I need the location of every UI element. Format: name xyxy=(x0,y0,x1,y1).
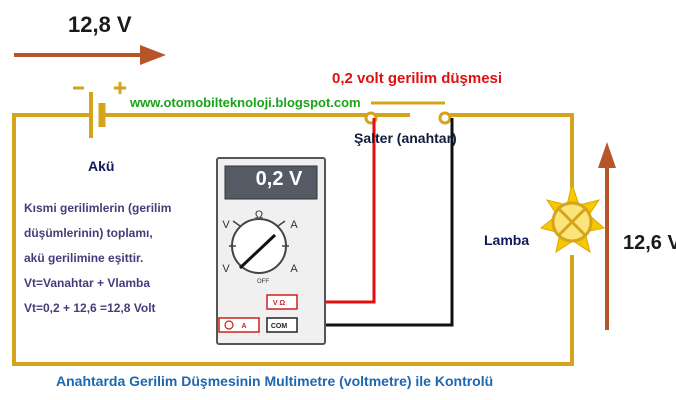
switch-symbol xyxy=(364,101,452,125)
multimeter-reading: 0,2 V xyxy=(255,168,303,190)
right-arrow xyxy=(598,142,616,330)
battery-voltage-label: 12,8 V xyxy=(68,12,132,37)
black-probe-wire xyxy=(294,118,454,327)
dial-a-label-bottom: A xyxy=(290,263,298,275)
battery-label: Akü xyxy=(88,158,115,174)
dial-a-label-top: A xyxy=(290,219,298,231)
com-jack xyxy=(266,317,298,333)
multimeter: Ω V A V A OFF V Ω A COM xyxy=(216,157,326,345)
circuit-wire xyxy=(12,113,574,366)
note-line: düşümlerinin) toplamı, xyxy=(24,226,153,240)
website-label: www.otomobilteknoloji.blogspot.com xyxy=(130,95,361,110)
com-jack-label: COM xyxy=(271,323,288,330)
lamp-label: Lamba xyxy=(484,232,530,248)
dial-omega-label: Ω xyxy=(255,209,263,221)
lamp-voltage-label: 12,6 V xyxy=(623,232,676,254)
va-jack-label: V Ω xyxy=(273,300,286,307)
dial-off-label: OFF xyxy=(257,279,269,285)
top-arrow xyxy=(14,45,166,65)
dial-pointer xyxy=(238,233,277,270)
switch-label: Şalter (anahtar) xyxy=(354,130,457,146)
va-jack xyxy=(266,294,298,310)
voltage-drop-label: 0,2 volt gerilim düşmesi xyxy=(332,70,503,87)
dial-v-label-top: V xyxy=(222,219,230,231)
a-jack-label: A xyxy=(241,323,246,330)
battery-symbol xyxy=(73,82,126,138)
lamp-symbol xyxy=(539,182,606,254)
note-line: Kısmi gerilimlerin (gerilim xyxy=(24,201,172,215)
multimeter-dial xyxy=(231,218,287,274)
diagram-caption: Anahtarda Gerilim Düşmesinin Multimetre … xyxy=(56,373,494,389)
dial-v-label-bottom: V xyxy=(222,263,230,275)
note-line: akü gerilimine eşittir. xyxy=(24,251,144,265)
multimeter-display xyxy=(224,165,318,200)
explanation-note: Kısmi gerilimlerin (gerilim düşümlerinin… xyxy=(24,196,171,321)
note-line: Vt=0,2 + 12,6 =12,8 Volt xyxy=(24,301,156,315)
a-jack-socket xyxy=(224,320,234,330)
note-line: Vt=Vanahtar + Vlamba xyxy=(24,276,151,290)
